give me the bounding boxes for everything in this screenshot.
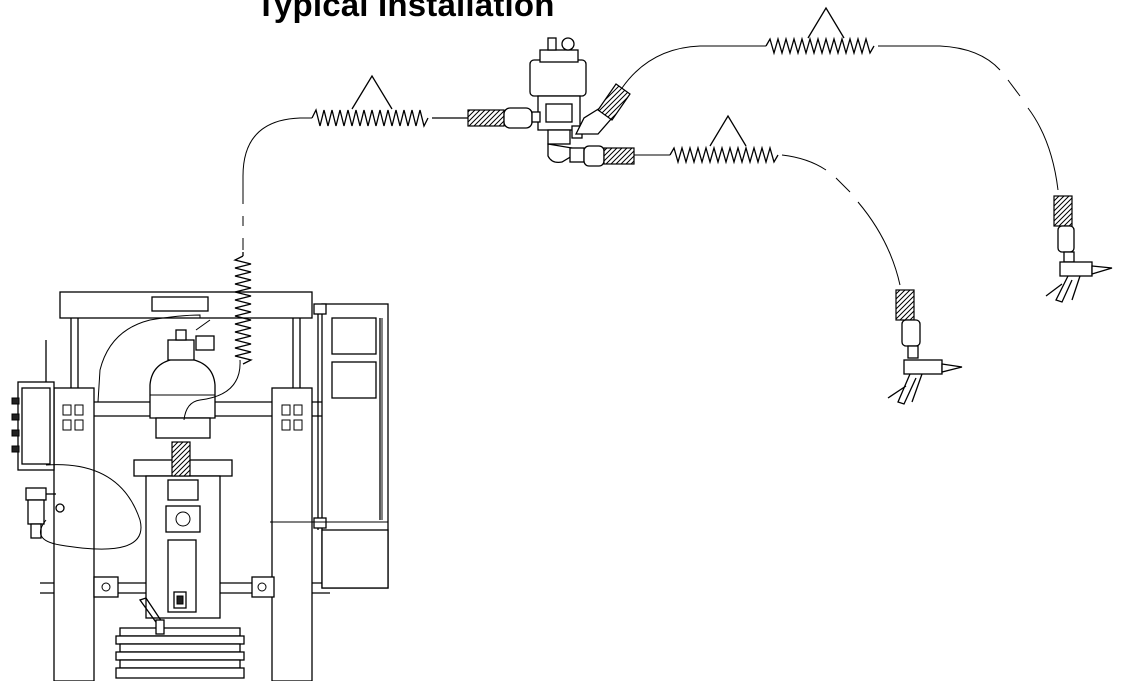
- diagram-title: Typical Installation: [256, 0, 555, 23]
- pump-assembly: [115, 329, 245, 679]
- air-motor: [149, 357, 216, 419]
- left-ram-cylinder: [53, 387, 95, 681]
- upper-gun-hose: [574, 6, 1113, 303]
- pump-ram-stand: [40, 291, 330, 681]
- electrical-cabinet: [270, 303, 389, 589]
- fluid-manifold: [529, 37, 587, 164]
- left-control-box: [11, 340, 142, 550]
- main-supply-hose: [233, 74, 533, 365]
- right-ram-cylinder: [271, 387, 313, 681]
- lower-gun-hose: [569, 114, 963, 405]
